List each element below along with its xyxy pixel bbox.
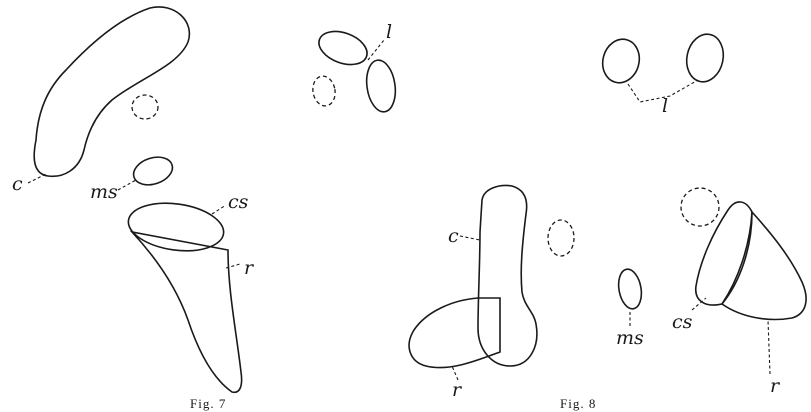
fig7-label-c: c	[12, 173, 23, 195]
fig7-c-shape	[34, 7, 189, 176]
fig7-label-l: l	[386, 21, 392, 43]
fig7-label-r: r	[244, 257, 255, 279]
fig7: c ms cs r l Fig. 7	[12, 7, 398, 411]
fig8-label-l: l	[662, 95, 668, 117]
fig8-cs-shape	[696, 202, 752, 305]
fig7-leader-l	[368, 40, 384, 60]
fig8-dashed-circle-2	[681, 188, 719, 226]
fig7-ms-shape	[130, 152, 176, 189]
fig8-ms-shape	[616, 267, 645, 310]
fig8-leader-r	[452, 366, 458, 380]
fig7-l-upper-shape	[314, 25, 371, 70]
fig8-label-r-2: r	[770, 375, 781, 397]
fig7-dashed-circle	[132, 95, 158, 119]
fig8-label-ms: ms	[616, 327, 644, 349]
fig8-c-shape	[478, 186, 537, 366]
fig7-leader-ms	[118, 180, 136, 190]
fig7-leader-c	[28, 174, 46, 183]
fig8-caption: Fig. 8	[560, 396, 596, 411]
fig7-l-lower-shape	[364, 58, 399, 113]
fig7-caption: Fig. 7	[190, 396, 226, 411]
fig8-r-shape	[409, 298, 500, 368]
fig8-r-shape-2	[722, 212, 806, 319]
fig7-label-cs: cs	[228, 191, 249, 213]
fig7-label-ms: ms	[90, 181, 118, 203]
fig8-l-left-shape	[598, 35, 644, 87]
fig7-leader-cs	[212, 205, 226, 214]
fig7-dashed-circle-2	[311, 74, 338, 107]
fig8: c l ms cs r r Fig. 8	[409, 31, 806, 411]
fig8-label-c: c	[448, 225, 459, 247]
fig8-label-r: r	[452, 379, 463, 401]
fig8-dashed-circle	[548, 220, 574, 256]
fig7-r-shape	[132, 232, 242, 392]
fig8-leader-r-2	[768, 320, 770, 374]
fig8-l-right-shape	[682, 31, 727, 85]
fig8-leader-c	[460, 236, 480, 240]
fig8-label-cs: cs	[672, 311, 693, 333]
